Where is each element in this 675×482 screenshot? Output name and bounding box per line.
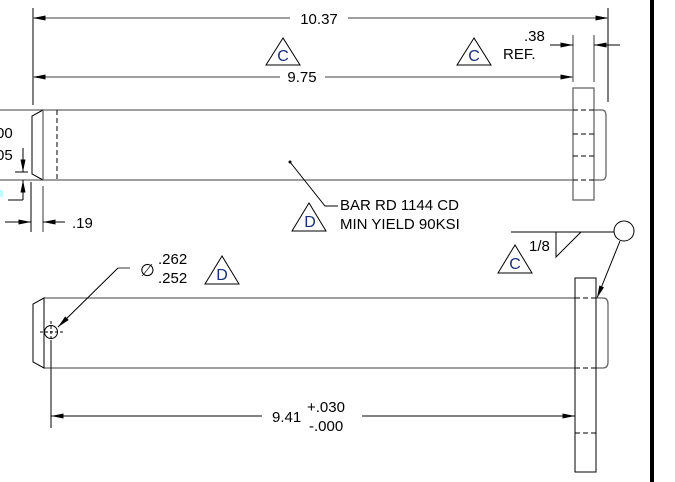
svg-text:D: D [304, 214, 316, 231]
dim-chamfer-length: .19 [5, 182, 93, 232]
svg-text:C: C [277, 48, 289, 65]
weld-symbol: 1/8 [511, 220, 635, 299]
dim-text: 10.37 [300, 11, 338, 28]
dim-text: 9.75 [287, 69, 316, 86]
dim-overall-length: 10.37 [32, 8, 609, 105]
svg-text:.19: .19 [72, 215, 93, 232]
pin-top-view [0, 87, 607, 201]
revision-flag-c: C [456, 37, 492, 66]
svg-text:.252: .252 [158, 270, 187, 287]
svg-text:1/8: 1/8 [529, 238, 550, 255]
svg-text:D: D [216, 267, 228, 284]
svg-text:BAR RD 1144 CD: BAR RD 1144 CD [340, 197, 459, 214]
svg-text:+.030: +.030 [307, 399, 345, 416]
revision-flag-c: C [265, 37, 301, 66]
dim-partial-left: 00 05 [0, 125, 28, 201]
ref-label: REF. [503, 46, 536, 63]
svg-text:∅: ∅ [140, 261, 155, 280]
revision-flag-d: D [204, 255, 240, 285]
svg-text:C: C [468, 48, 480, 65]
svg-text:.262: .262 [158, 251, 187, 268]
material-note: BAR RD 1144 CD MIN YIELD 90KSI [288, 160, 460, 233]
sheet-border [650, 0, 654, 482]
dim-text: .38 [524, 28, 545, 45]
revision-flag-c: C [497, 244, 533, 274]
svg-text:00: 00 [0, 125, 13, 142]
svg-text:MIN YIELD 90KSI: MIN YIELD 90KSI [340, 216, 460, 233]
svg-text:-.000: -.000 [309, 418, 343, 435]
hole-callout: ∅ .262 .252 [57, 251, 187, 328]
svg-text:05: 05 [0, 147, 13, 164]
svg-text:C: C [509, 256, 521, 273]
dim-flange-position: 9.75 [33, 69, 573, 86]
revision-flag-d: D [291, 202, 327, 232]
pin-side-view [32, 277, 609, 473]
svg-text:9.41: 9.41 [272, 409, 301, 426]
dim-flange-thickness: .38 REF. [503, 28, 620, 82]
dim-hole-position: 9.41 +.030 -.000 [50, 340, 575, 435]
